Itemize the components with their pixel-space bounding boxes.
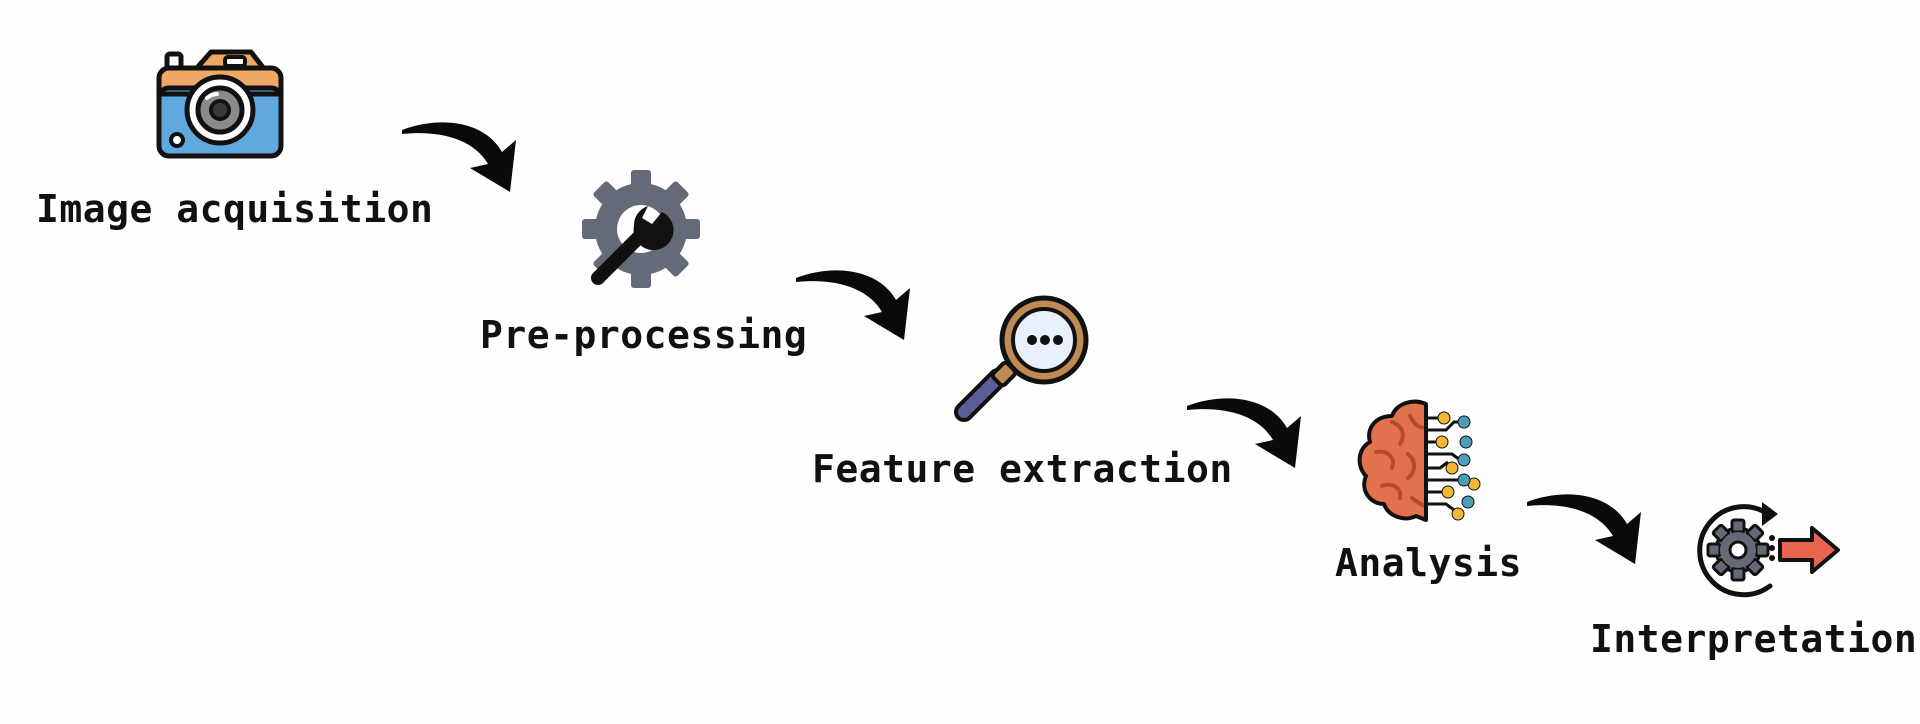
curved-arrow-icon <box>796 270 910 340</box>
step-label-pre-processing: Pre-processing <box>480 313 808 357</box>
magnifier-icon <box>954 295 1089 422</box>
step-label-image-acquisition: Image acquisition <box>36 187 434 231</box>
gear-wrench-icon <box>582 170 700 288</box>
gear-arrow-icon <box>1697 502 1840 598</box>
step-label-analysis: Analysis <box>1335 541 1523 585</box>
curved-arrow-icon <box>1187 398 1301 468</box>
brain-circuit-icon <box>1357 399 1481 522</box>
step-label-interpretation: Interpretation <box>1590 617 1918 661</box>
curved-arrow-icon <box>1527 494 1641 564</box>
curved-arrow-icon <box>402 122 516 192</box>
step-label-feature-extraction: Feature extraction <box>812 447 1233 491</box>
camera-icon <box>156 49 284 159</box>
